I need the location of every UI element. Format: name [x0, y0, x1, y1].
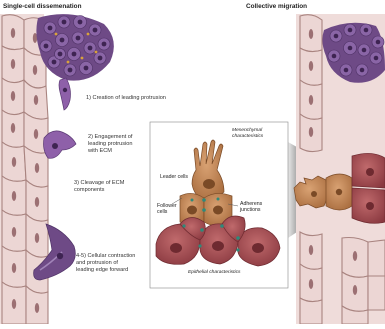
follower-cells-label: Follower cells: [157, 203, 177, 215]
step-1-label: 1) Creation of leading protrusion: [86, 95, 166, 102]
step2-migrating-cell: [44, 131, 77, 158]
step-3-label: 3) Cleavage of ECM components: [74, 180, 124, 194]
left-panel-title: Single-cell dissemenation: [3, 3, 82, 10]
mesenchymal-label: Mesenchymal characteristics: [232, 128, 263, 140]
epithelial-label: Epithelial characteristics: [188, 270, 240, 276]
leader-cells-label: Leader cells: [160, 174, 188, 180]
adherens-junctions-label: Adherens junctions: [240, 201, 262, 213]
step-4-5-label: 4-5) Cellular contraction and protrusion…: [76, 253, 135, 274]
step-2-label: 2) Engagement of leading protrusion with…: [88, 134, 132, 155]
right-panel-title: Collective migration: [246, 3, 307, 10]
